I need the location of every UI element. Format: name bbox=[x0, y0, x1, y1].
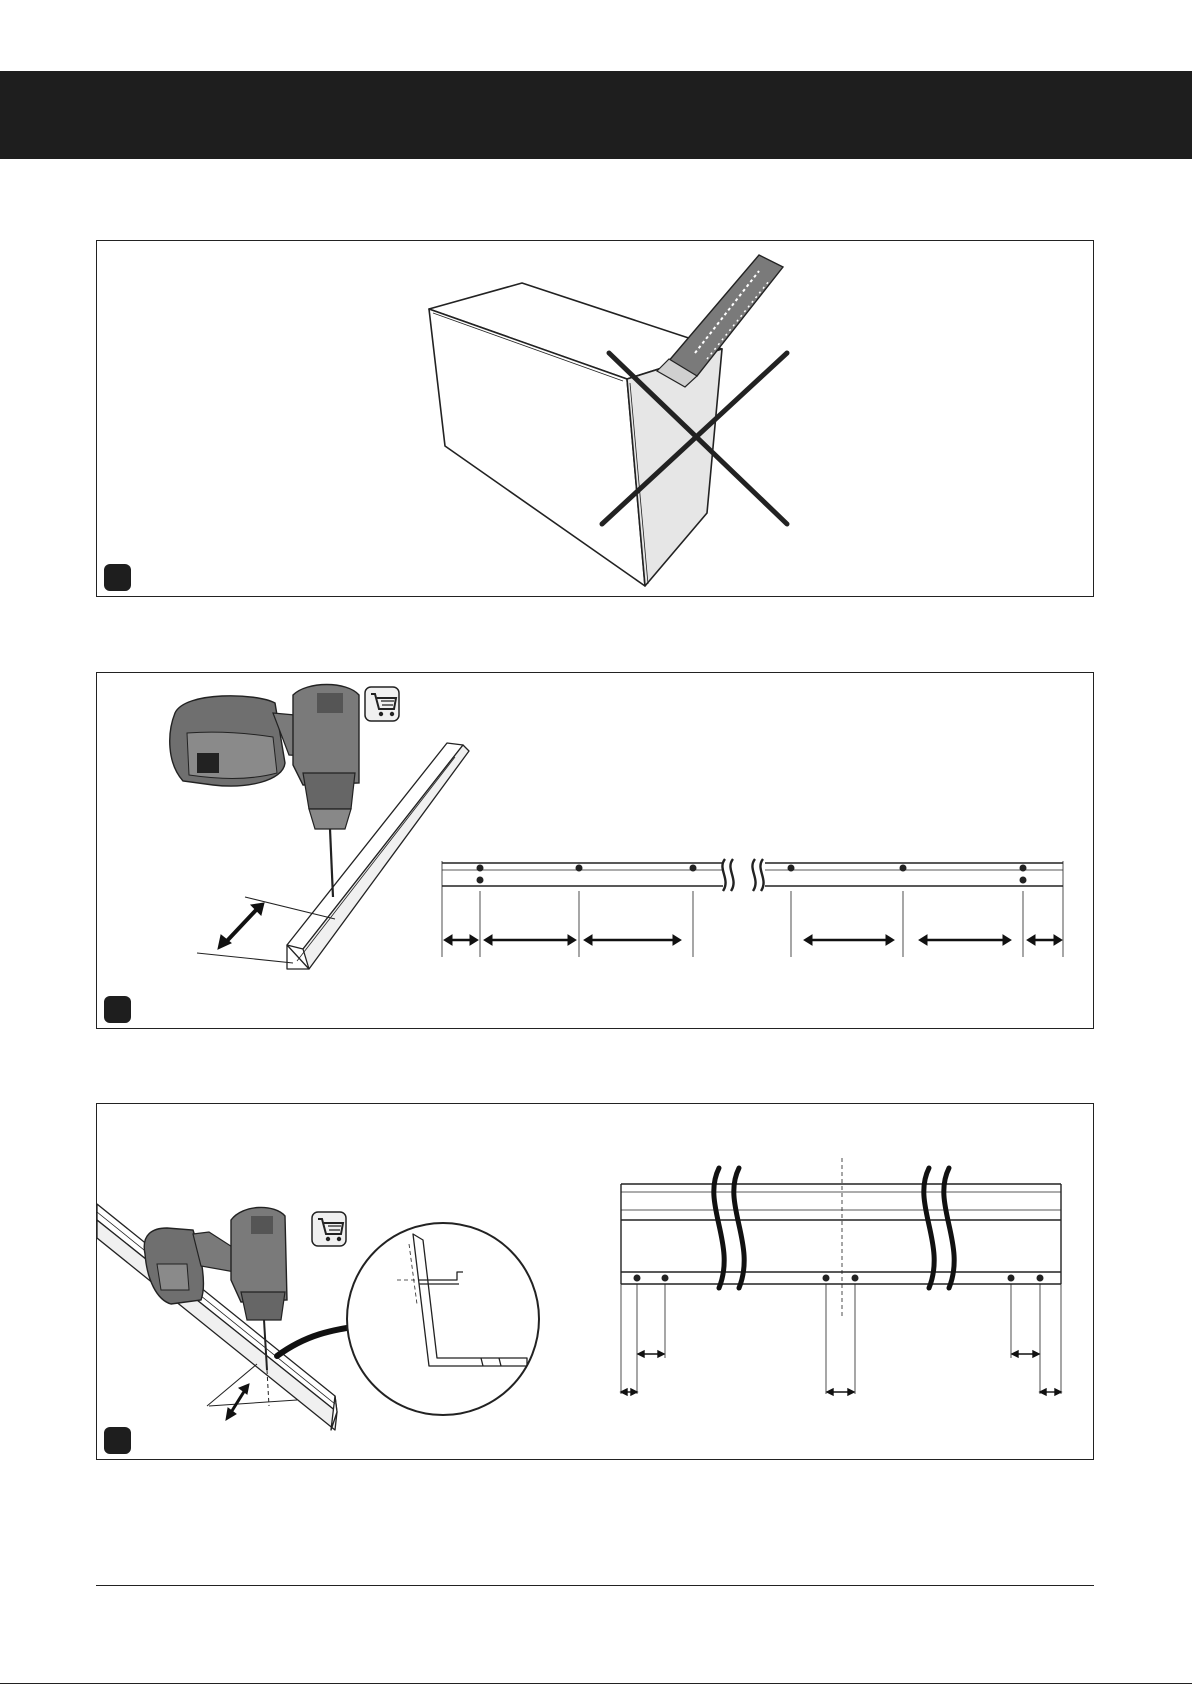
panel-step-2 bbox=[96, 672, 1094, 1029]
panel-step-3 bbox=[96, 1103, 1094, 1460]
header-bar bbox=[0, 71, 1192, 159]
drill-front-rail-illustration bbox=[97, 673, 1095, 1030]
step-badge-1 bbox=[104, 564, 131, 591]
shopping-cart-icon bbox=[365, 687, 399, 721]
bottom-rule bbox=[0, 1683, 1192, 1684]
panel-step-1 bbox=[96, 240, 1094, 597]
rear-rail-hole-spacing-diagram bbox=[621, 1158, 1061, 1394]
rail-profile-detail bbox=[347, 1223, 539, 1415]
hole-spacing-diagram bbox=[442, 859, 1063, 957]
step-badge-3 bbox=[104, 1427, 131, 1454]
drill-rear-rail-illustration bbox=[97, 1104, 1095, 1461]
cordless-drill-icon bbox=[170, 685, 359, 898]
footer-rule bbox=[96, 1585, 1094, 1586]
shopping-cart-icon bbox=[312, 1212, 346, 1246]
box-illustration bbox=[97, 241, 1095, 598]
step-badge-2 bbox=[104, 996, 131, 1023]
